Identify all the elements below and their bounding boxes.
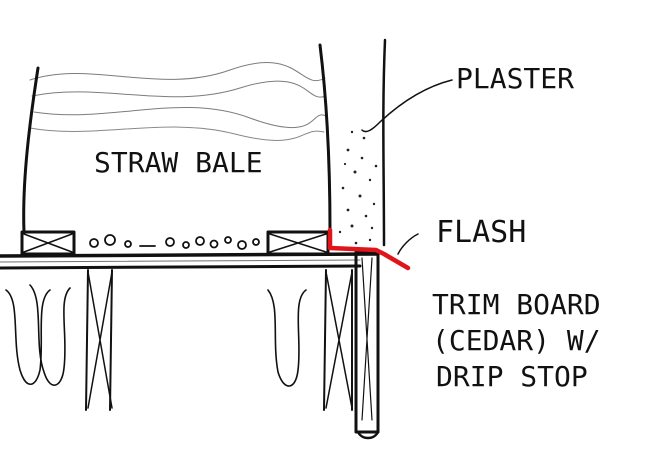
- floor-framing: [5, 269, 353, 411]
- deck-bottom-line: [0, 264, 362, 270]
- straw-texture-line: [29, 126, 325, 141]
- sill-plates: [20, 230, 330, 256]
- drip-stop: [356, 430, 380, 440]
- joist-right: [323, 269, 353, 411]
- label-flash: FLASH: [436, 215, 526, 250]
- straw-texture-line: [33, 107, 327, 129]
- left-sill-cross: [23, 233, 73, 253]
- plaster-layer: [338, 38, 387, 247]
- joist-left-cross: [87, 271, 113, 409]
- label-trim-board-line1: TRIM BOARD: [432, 288, 601, 321]
- label-trim-board-line3: DRIP STOP: [436, 360, 588, 393]
- straw-bale: [22, 43, 332, 234]
- flash-leader: [397, 233, 419, 255]
- trim-board: [354, 250, 380, 440]
- straw-texture-line: [29, 62, 326, 82]
- bale-right-edge: [318, 43, 332, 232]
- joist-right-cross: [325, 271, 353, 409]
- joist-left: [85, 269, 113, 411]
- plaster-stipple: [338, 130, 378, 245]
- label-straw-bale: STRAW BALE: [94, 146, 263, 179]
- deck-grain-line: [0, 259, 361, 263]
- floor-deck: [0, 252, 380, 270]
- insulation-batt: [5, 289, 51, 386]
- flashing: [327, 227, 411, 271]
- gravel-fill: [89, 234, 260, 250]
- label-plaster: PLASTER: [456, 62, 574, 95]
- bale-left-edge: [22, 66, 40, 234]
- straw-texture-line: [31, 80, 327, 98]
- insulation-batt: [267, 289, 307, 387]
- trim-board-outline: [354, 250, 380, 434]
- label-trim-board-line2: (CEDAR) W/: [432, 324, 601, 357]
- deck-top-line: [0, 252, 380, 258]
- plaster-outer-edge: [382, 38, 387, 247]
- right-sill-cross: [269, 233, 327, 253]
- plaster-leader: [361, 79, 453, 133]
- trim-board-grain: [361, 257, 373, 421]
- insulation-batt: [29, 284, 71, 386]
